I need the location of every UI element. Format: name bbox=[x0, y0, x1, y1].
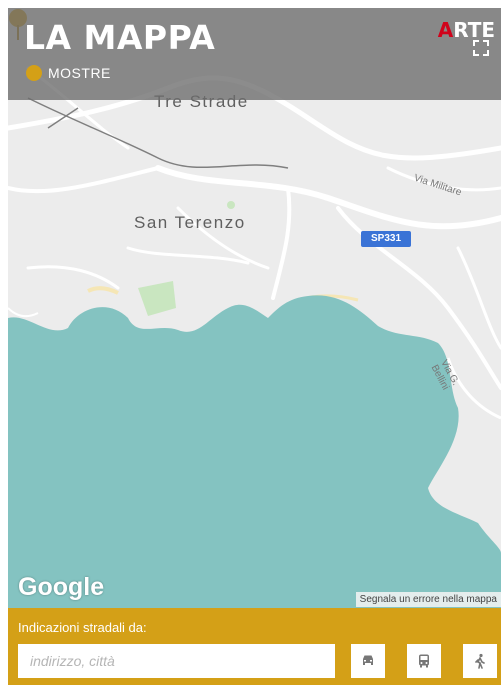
directions-panel: Indicazioni stradali da: bbox=[8, 608, 501, 685]
brand-logo: ARTE bbox=[437, 18, 495, 42]
car-icon bbox=[363, 655, 373, 665]
map-widget: Tre Strade San Terenzo Via Militare Via … bbox=[8, 8, 501, 685]
report-map-error-link[interactable]: Segnala un errore nella mappa bbox=[355, 592, 501, 607]
map-view[interactable]: Tre Strade San Terenzo Via Militare Via … bbox=[8, 8, 501, 608]
bus-icon bbox=[419, 654, 429, 668]
page-title: LA MAPPA bbox=[24, 18, 216, 57]
legend: MOSTRE bbox=[26, 65, 111, 81]
car-button[interactable] bbox=[351, 644, 385, 678]
bus-button[interactable] bbox=[407, 644, 441, 678]
place-label-san-terenzo: San Terenzo bbox=[134, 213, 246, 232]
road-badge-sp331: SP331 bbox=[361, 231, 411, 247]
walk-button[interactable] bbox=[463, 644, 497, 678]
directions-label: Indicazioni stradali da: bbox=[18, 620, 147, 635]
walk-icon bbox=[475, 653, 485, 669]
address-input[interactable] bbox=[18, 644, 335, 678]
google-logo: Google bbox=[18, 573, 105, 601]
fullscreen-icon[interactable] bbox=[473, 40, 489, 56]
map-header: LA MAPPA MOSTRE ARTE bbox=[8, 8, 501, 100]
map-canvas bbox=[8, 66, 501, 608]
legend-dot-icon bbox=[26, 65, 42, 81]
legend-label: MOSTRE bbox=[48, 65, 111, 81]
